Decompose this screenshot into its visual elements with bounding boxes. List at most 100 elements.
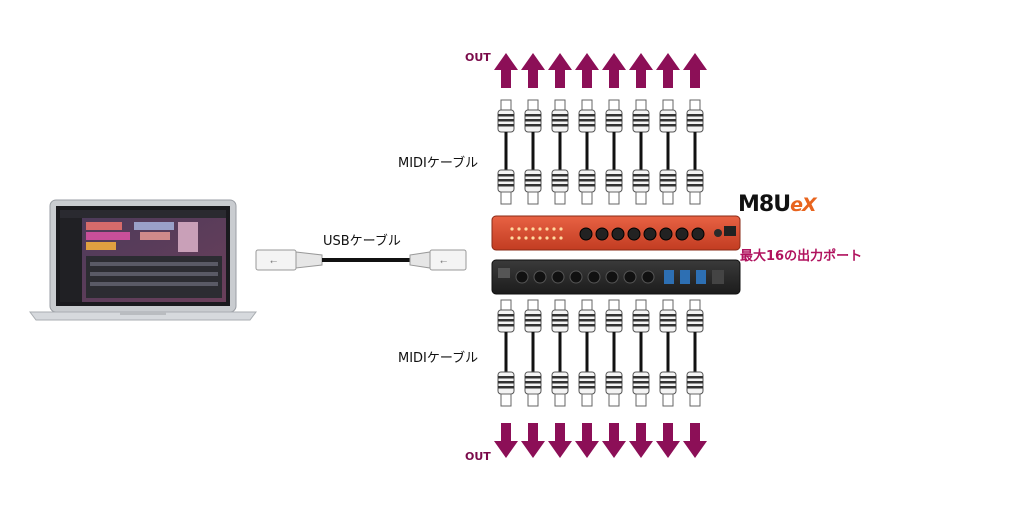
midi-plug-icon (632, 109, 650, 133)
midi-plug-icon (524, 169, 542, 193)
arrow-up-icon (602, 53, 626, 88)
midi-plug-icon (524, 109, 542, 133)
back-midi-jack (569, 270, 583, 284)
midi-plug-icon (659, 371, 677, 395)
front-midi-jack (691, 227, 705, 241)
midi-cable-column (521, 53, 545, 458)
out-label-top: OUT (465, 51, 491, 64)
arrow-up-icon (494, 53, 518, 88)
back-midi-jack (623, 270, 637, 284)
midi-cable-column (656, 53, 680, 458)
midi-plug-icon (551, 109, 569, 133)
midi-plug-icon (551, 371, 569, 395)
front-midi-jack (675, 227, 689, 241)
midi-cable-column (683, 53, 707, 458)
logo-main: M8U (738, 192, 791, 217)
midi-plug-icon (659, 309, 677, 333)
status-led (510, 236, 514, 240)
device-back-panel (491, 259, 741, 295)
status-led (524, 236, 528, 240)
front-midi-jack (611, 227, 625, 241)
midi-plug-icon (659, 109, 677, 133)
midi-plug-icon (524, 309, 542, 333)
status-led (538, 236, 542, 240)
arrow-down-icon (494, 423, 518, 458)
back-midi-jack (533, 270, 547, 284)
back-midi-jack (605, 270, 619, 284)
status-led (545, 227, 549, 231)
out-label-bottom: OUT (465, 450, 491, 463)
back-midi-jack (641, 270, 655, 284)
midi-plug-icon (632, 169, 650, 193)
front-midi-jack (595, 227, 609, 241)
arrow-up-icon (521, 53, 545, 88)
midi-plug-icon (659, 169, 677, 193)
midi-plug-icon (497, 309, 515, 333)
status-led (517, 227, 521, 231)
status-led (524, 227, 528, 231)
usb-b-plug-icon (429, 249, 467, 271)
status-led (552, 236, 556, 240)
arrow-down-icon (683, 423, 707, 458)
device-front-panel (491, 215, 741, 251)
front-midi-jack (643, 227, 657, 241)
midi-plug-icon (686, 309, 704, 333)
arrow-up-icon (629, 53, 653, 88)
max-ports-label: 最大16の出力ポート (740, 249, 863, 264)
svg-text:⭠: ⭠ (440, 257, 447, 267)
arrow-down-icon (656, 423, 680, 458)
status-led (559, 236, 563, 240)
logo-suffix: eX (790, 194, 817, 216)
midi-plug-icon (686, 371, 704, 395)
status-led (538, 227, 542, 231)
midi-plug-icon (578, 309, 596, 333)
status-led (559, 227, 563, 231)
midi-cable-column (548, 53, 572, 458)
arrow-up-icon (548, 53, 572, 88)
arrow-down-icon (548, 423, 572, 458)
status-led (545, 236, 549, 240)
usb-cable-label: USBケーブル (323, 234, 401, 249)
midi-plug-icon (578, 109, 596, 133)
midi-plug-icon (686, 169, 704, 193)
midi-cable-label-top: MIDIケーブル (398, 156, 479, 171)
arrow-down-icon (575, 423, 599, 458)
arrow-down-icon (521, 423, 545, 458)
status-led (552, 227, 556, 231)
midi-plug-icon (632, 371, 650, 395)
usb-cable: ⭠ ⭠ (255, 249, 467, 271)
arrow-up-icon (683, 53, 707, 88)
status-led (531, 227, 535, 231)
arrow-down-icon (629, 423, 653, 458)
midi-cable-column (494, 53, 518, 458)
midi-plug-icon (605, 169, 623, 193)
svg-text:⭠: ⭠ (270, 257, 277, 267)
midi-cable-column (575, 53, 599, 458)
back-midi-jack (515, 270, 529, 284)
back-midi-jack (587, 270, 601, 284)
front-midi-jack (659, 227, 673, 241)
back-midi-jack (551, 270, 565, 284)
midi-plug-icon (497, 109, 515, 133)
arrow-up-icon (656, 53, 680, 88)
midi-plug-icon (551, 169, 569, 193)
midi-cable-column (629, 53, 653, 458)
midi-plug-icon (605, 371, 623, 395)
device-logo: M8UeX (738, 192, 817, 217)
front-midi-jack (579, 227, 593, 241)
status-led (510, 227, 514, 231)
midi-plug-icon (605, 109, 623, 133)
midi-plug-icon (497, 371, 515, 395)
status-led (517, 236, 521, 240)
midi-cable-label-bottom: MIDIケーブル (398, 351, 479, 366)
midi-plug-icon (605, 309, 623, 333)
midi-plug-icon (524, 371, 542, 395)
status-led (531, 236, 535, 240)
midi-plug-icon (578, 169, 596, 193)
midi-plug-icon (551, 309, 569, 333)
midi-cable-column (602, 53, 626, 458)
arrow-down-icon (602, 423, 626, 458)
arrow-up-icon (575, 53, 599, 88)
